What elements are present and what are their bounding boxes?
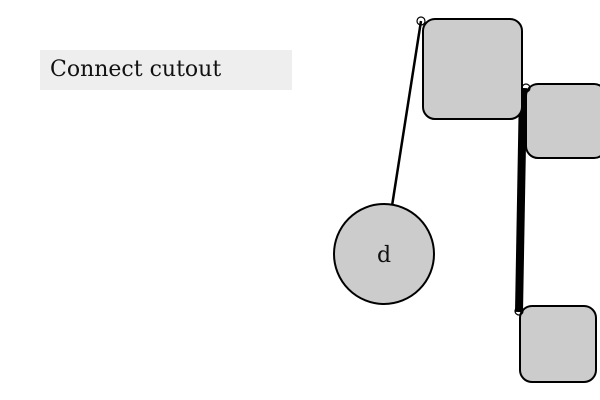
node-circle-d[interactable]: d [333, 203, 435, 305]
port-box-3[interactable] [514, 306, 524, 316]
connector-box-1-to-circle-d[interactable] [390, 20, 423, 207]
connector-box-2-to-box-3[interactable] [515, 87, 527, 313]
node-box-1[interactable] [422, 18, 523, 120]
port-box-1[interactable] [416, 16, 426, 26]
node-box-2[interactable] [525, 83, 600, 159]
node-circle-d-label: d [377, 243, 391, 268]
task-instruction: Connect cutout [40, 50, 292, 90]
node-box-3[interactable] [519, 305, 597, 383]
port-box-2[interactable] [521, 83, 531, 93]
